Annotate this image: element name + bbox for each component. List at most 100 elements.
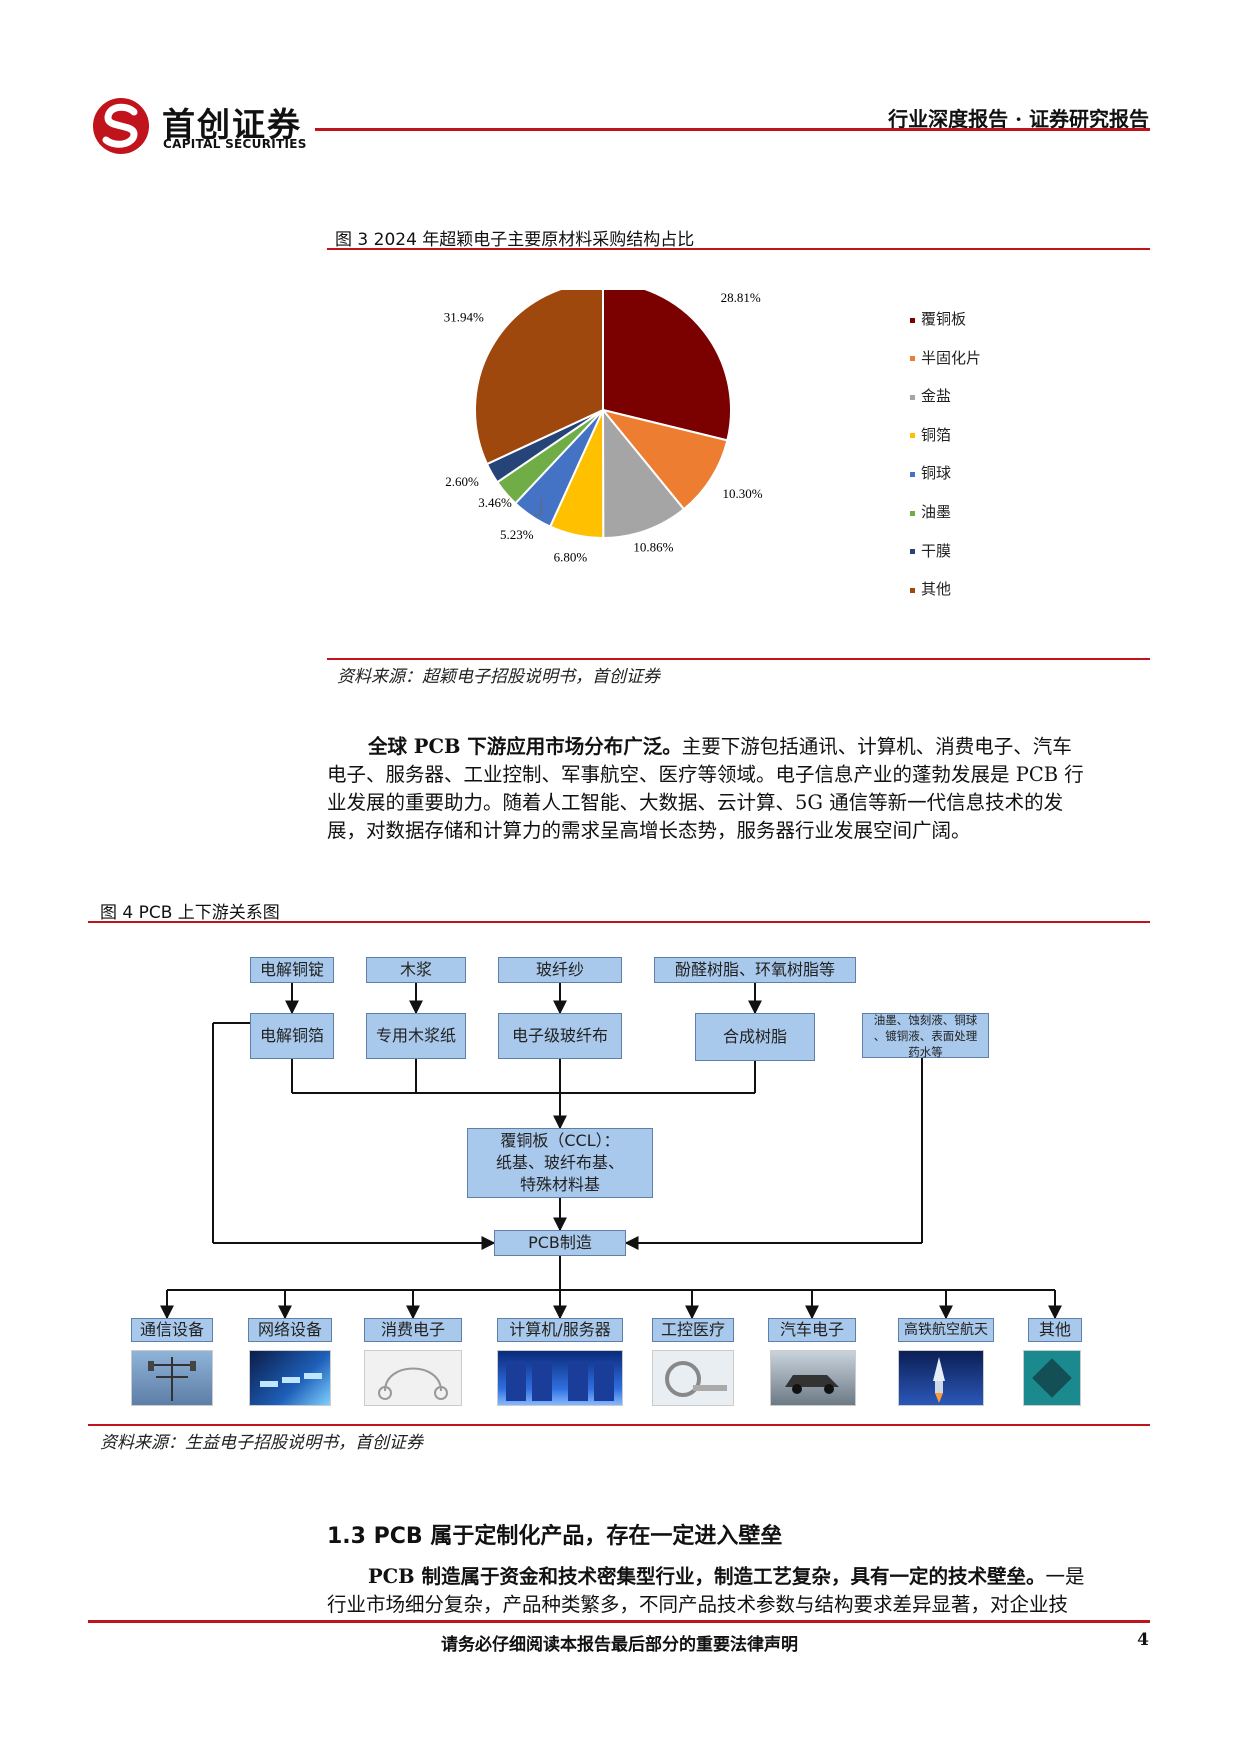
legend-swatch — [910, 317, 915, 323]
footer-disclaimer: 请务必仔细阅读本报告最后部分的重要法律声明 — [441, 1635, 798, 1655]
legend-label: 金盐 — [921, 387, 952, 406]
section-line-1: PCB 制造属于资金和技术密集型行业，制造工艺复杂，具有一定的技术壁垒。一是 — [327, 1563, 1150, 1591]
section-rest-1: 一是 — [1045, 1565, 1085, 1588]
legend-item-6: 干膜 — [910, 540, 951, 561]
pie-label-4: 5.23% — [500, 527, 534, 542]
car-icon — [785, 1375, 839, 1394]
header-rule — [315, 128, 1150, 131]
medical-scanner-icon — [665, 1361, 727, 1397]
server-rack-icon — [506, 1361, 614, 1401]
figure3-source: 资料来源：超颖电子招股说明书，首创证券 — [337, 667, 660, 687]
box-raw-wood-pulp: 木浆 — [366, 957, 466, 983]
figure4-top-rule — [88, 921, 1150, 923]
telecom-tower-image — [131, 1350, 213, 1406]
legend-item-0: 覆铜板 — [910, 308, 966, 329]
legend-swatch — [910, 587, 915, 593]
legend-label: 覆铜板 — [921, 310, 967, 328]
earphones-image — [364, 1350, 462, 1406]
server-room-image — [497, 1350, 623, 1406]
figure3-bottom-rule — [327, 658, 1150, 660]
rocket-icon — [933, 1357, 945, 1403]
figure4-bottom-rule — [88, 1424, 1150, 1426]
app-label-rail-aerospace: 高铁航空航天 — [898, 1318, 994, 1342]
box-raw-copper-ingot: 电解铜锭 — [250, 957, 334, 983]
app-label-telecom: 通信设备 — [131, 1318, 213, 1342]
paragraph-1-line-2: 电子、服务器、工业控制、军事航空、医疗等领域。电子信息产业的蓬勃发展是 PCB … — [327, 763, 1084, 786]
pie-label-7: 31.94% — [444, 309, 484, 324]
app-label-industrial-medical: 工控医疗 — [652, 1318, 734, 1342]
legend-swatch — [910, 549, 915, 555]
figure4-caption: 图 4 PCB 上下游关系图 — [100, 903, 280, 923]
box-synthetic-resin: 合成树脂 — [695, 1013, 815, 1061]
chemicals-line-1: 油墨、蚀刻液、铜球 — [873, 1012, 978, 1027]
pie-label-3: 6.80% — [554, 550, 588, 565]
footer-rule — [88, 1620, 1150, 1623]
chemicals-line-3: 药水等 — [908, 1044, 943, 1059]
box-pcb-manufacturing: PCB制造 — [494, 1230, 626, 1256]
legend-item-4: 铜球 — [910, 462, 951, 483]
box-glass-fiber-cloth: 电子级玻纤布 — [498, 1013, 622, 1059]
paragraph-1-line-3: 业发展的重要助力。随着人工智能、大数据、云计算、5G 通信等新一代信息技术的发 — [327, 791, 1064, 814]
legend-label: 铜箔 — [921, 425, 952, 444]
automotive-image — [770, 1350, 856, 1406]
antenna-icon — [148, 1357, 196, 1401]
box-copper-foil: 电解铜箔 — [250, 1013, 334, 1059]
app-label-automotive: 汽车电子 — [768, 1318, 856, 1342]
legend-swatch — [910, 510, 915, 516]
app-label-network: 网络设备 — [248, 1318, 332, 1342]
aerospace-image — [898, 1350, 984, 1406]
paragraph-1-line-4: 展，对数据存储和计算力的需求呈高增长态势，服务器行业发展空间广阔。 — [327, 819, 971, 842]
app-label-consumer: 消费电子 — [364, 1318, 462, 1342]
chip-icon — [1032, 1358, 1072, 1398]
paragraph-1-text-1: 主要下游包括通讯、计算机、消费电子、汽车 — [681, 735, 1072, 758]
network-icon — [260, 1373, 322, 1387]
legend-swatch — [910, 394, 915, 400]
figure3-top-rule — [327, 248, 1150, 250]
legend-swatch — [910, 356, 915, 362]
legend-item-3: 铜箔 — [910, 424, 951, 445]
pie-slice-0 — [602, 290, 732, 442]
legend-swatch — [910, 471, 915, 477]
section-lead: PCB 制造属于资金和技术密集型行业，制造工艺复杂，具有一定的技术壁垒。 — [368, 1565, 1046, 1588]
ccl-line-1: 覆铜板（CCL）： — [500, 1131, 620, 1150]
box-chemicals: 油墨、蚀刻液、铜球 、镀铜液、表面处理 药水等 — [862, 1012, 989, 1059]
legend-swatch — [910, 433, 915, 439]
pie-label-5: 3.46% — [478, 495, 512, 510]
leader-line-3-46 — [534, 498, 542, 516]
pie-chart: 28.81%10.30%10.86%6.80%5.23%3.46%2.60%31… — [444, 290, 763, 565]
legend-label: 半固化片 — [921, 348, 982, 367]
box-ccl: 覆铜板（CCL）： 纸基、玻纤布基、 特殊材料基 — [467, 1128, 653, 1198]
page-number: 4 — [1137, 1630, 1149, 1650]
legend-item-2: 金盐 — [910, 385, 951, 406]
network-image — [249, 1350, 331, 1406]
section-heading: 1.3 PCB 属于定制化产品，存在一定进入壁垒 — [327, 1524, 783, 1549]
section-line-2: 行业市场细分复杂，产品种类繁多，不同产品技术参数与结构要求差异显著，对企业技 — [327, 1593, 1069, 1616]
medical-equipment-image — [652, 1350, 734, 1406]
box-wood-pulp-paper: 专用木浆纸 — [366, 1013, 466, 1059]
ccl-line-2: 纸基、玻纤布基、 — [495, 1153, 624, 1172]
logo-text-en: CAPITAL SECURITIES — [163, 137, 307, 151]
figure3-caption: 图 3 2024 年超颖电子主要原材料采购结构占比 — [335, 230, 695, 250]
legend-label: 铜球 — [921, 464, 952, 483]
legend-item-5: 油墨 — [910, 501, 951, 522]
earphones-icon — [378, 1367, 448, 1400]
pie-slice-1 — [600, 408, 729, 511]
pie-label-2: 10.86% — [633, 539, 673, 554]
legend-item-7: 其他 — [910, 578, 951, 599]
report-type: 行业深度报告 · 证券研究报告 — [888, 107, 1149, 131]
chemicals-line-2: 、镀铜液、表面处理 — [873, 1028, 978, 1043]
app-label-other: 其他 — [1028, 1318, 1082, 1342]
pie-label-6: 2.60% — [445, 474, 479, 489]
pie-slice-2 — [601, 407, 686, 540]
pie-slice-7 — [474, 290, 604, 466]
chip-image — [1023, 1350, 1081, 1406]
app-label-computer-server: 计算机/服务器 — [497, 1318, 623, 1342]
legend-label: 干膜 — [921, 541, 952, 560]
box-raw-glass-yarn: 玻纤纱 — [498, 957, 622, 983]
box-raw-resins: 酚醛树脂、环氧树脂等 — [654, 957, 856, 983]
logo-text-cn: 首创证券 — [162, 105, 302, 144]
legend-item-1: 半固化片 — [910, 347, 981, 368]
figure4-source: 资料来源：生益电子招股说明书，首创证券 — [100, 1433, 423, 1453]
paragraph-1-line-1: 全球 PCB 下游应用市场分布广泛。主要下游包括通讯、计算机、消费电子、汽车 — [327, 733, 1150, 761]
